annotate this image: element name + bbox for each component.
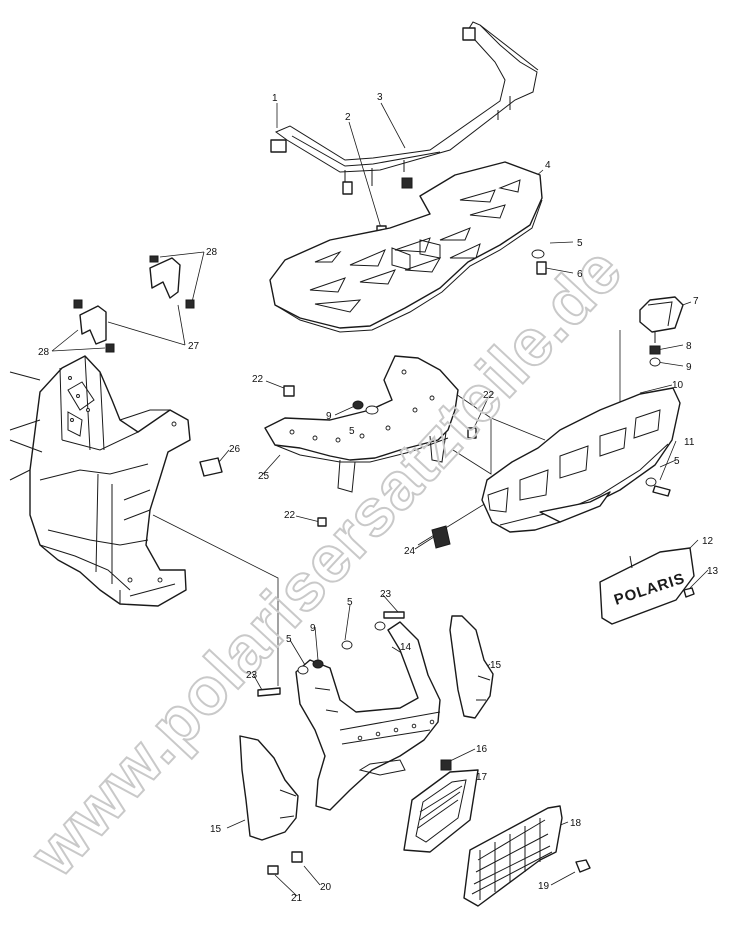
callout-6: 6 xyxy=(577,269,583,280)
callout-23: 23 xyxy=(246,670,258,681)
callout-21: 21 xyxy=(291,893,303,904)
callout-8: 8 xyxy=(686,341,692,352)
callout-24: 24 xyxy=(404,546,416,557)
washer-stud-top xyxy=(531,249,547,275)
callout-14: 14 xyxy=(400,642,412,653)
callout-25: 25 xyxy=(258,471,270,482)
callout-27: 27 xyxy=(188,341,200,352)
callout-5: 5 xyxy=(347,597,353,608)
rear-bumper xyxy=(481,387,681,533)
callout-28: 28 xyxy=(38,347,50,358)
callout-5: 5 xyxy=(349,426,355,437)
callout-19: 19 xyxy=(538,881,550,892)
callout-9: 9 xyxy=(310,623,316,634)
callout-26: 26 xyxy=(229,444,241,455)
callout-1: 1 xyxy=(272,93,278,104)
callout-23: 23 xyxy=(380,589,392,600)
rear-rack-rail xyxy=(270,21,539,190)
reflector xyxy=(431,525,451,549)
rear-rack-plate xyxy=(269,161,543,333)
fasteners-mid xyxy=(283,385,671,527)
callout-13: 13 xyxy=(707,566,719,577)
callout-9: 9 xyxy=(686,362,692,373)
callout-11: 11 xyxy=(684,437,695,448)
grille-frame xyxy=(403,769,479,853)
brackets-27-28 xyxy=(73,255,195,353)
callout-5: 5 xyxy=(286,634,292,645)
callout-22: 22 xyxy=(483,390,495,401)
callout-16: 16 xyxy=(476,744,488,755)
callout-7: 7 xyxy=(693,296,699,307)
callout-28: 28 xyxy=(206,247,218,258)
callout-17: 17 xyxy=(476,772,488,783)
vehicle-frame xyxy=(9,355,191,607)
side-guard-right xyxy=(449,615,494,719)
callout-2: 2 xyxy=(345,112,351,123)
fasteners-front xyxy=(257,611,452,771)
fasteners-8-9 xyxy=(649,345,661,367)
mud-flap: POLARIS xyxy=(599,547,695,625)
callout-4: 4 xyxy=(545,160,551,171)
mesh-screen xyxy=(463,805,563,907)
front-bumper-frame xyxy=(295,621,441,811)
callout-5: 5 xyxy=(674,456,680,467)
screw-13 xyxy=(683,587,695,598)
tail-light xyxy=(639,296,684,343)
callout-20: 20 xyxy=(320,882,332,893)
bolts-top xyxy=(342,177,413,235)
callout-15: 15 xyxy=(210,824,222,835)
callout-12: 12 xyxy=(702,536,714,547)
fasteners-bottom xyxy=(267,851,591,875)
callout-10: 10 xyxy=(672,380,684,391)
callout-18: 18 xyxy=(570,818,582,829)
callout-22: 22 xyxy=(284,510,296,521)
rubber-block xyxy=(199,457,223,477)
callout-3: 3 xyxy=(377,92,383,103)
side-guard-left xyxy=(239,735,299,841)
callout-22: 22 xyxy=(252,374,264,385)
callout-9: 9 xyxy=(326,411,332,422)
callout-15: 15 xyxy=(490,660,502,671)
callout-5: 5 xyxy=(577,238,583,249)
callout-labels: 1 2 3 4 5 6 7 8 9 10 22 9 5 22 28 27 28 … xyxy=(38,92,719,904)
